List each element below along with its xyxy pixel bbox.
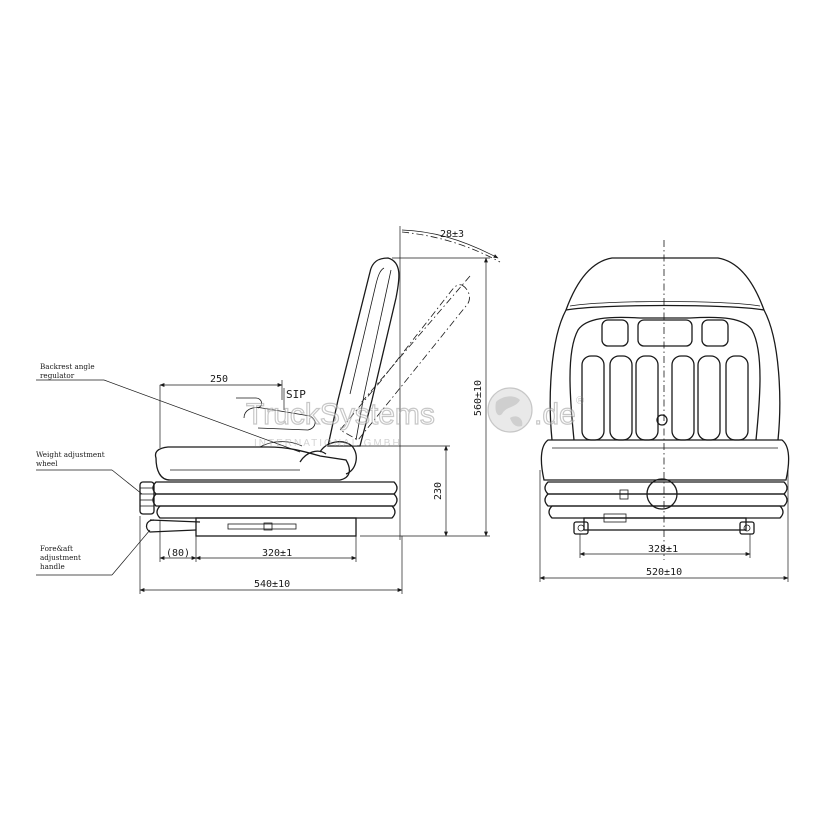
side-backrest [327,257,400,447]
label-foreaft-3: handle [40,562,65,571]
watermark: TruckSystems .de ® INTERNATIONAL GMBH [245,387,584,449]
label-weight-1: Weight adjustment [36,450,105,459]
label-backrest-2: regulator [40,371,75,380]
watermark-reg: ® [576,395,584,407]
side-seat-cushion [154,446,351,481]
dim-rail-offset: (80) [166,548,190,559]
side-bellows [152,481,398,519]
front-seat-cushion [540,439,790,481]
dim-rail-width-side: 320±1 [262,548,292,559]
dim-backrest-angle: 28±3 [440,229,464,240]
watermark-tld: .de [534,398,576,431]
side-backrest-inner [355,269,392,441]
dim-width-total: 520±10 [646,567,682,578]
fore-aft-handle [145,519,197,533]
label-foreaft-1: Fore&aft [40,544,73,553]
front-bellows [544,481,788,519]
dim-seat-depth: 250 [210,374,228,385]
front-base [583,517,747,531]
dim-sip: SIP [286,388,306,401]
backrest-angle-arc [401,229,499,259]
dim-rail-width-front: 328±1 [648,544,678,555]
dim-height-total: 560±10 [473,380,484,416]
dim-depth-total: 540±10 [254,579,290,590]
side-view [139,226,501,540]
weight-adjustment-wheel [139,481,155,515]
dimension-texts: 28±3 250 SIP 560±10 230 (80) 320±1 540±1… [166,229,682,590]
dim-height-base: 230 [433,482,444,500]
front-view [540,240,790,560]
globe-icon [487,387,533,433]
label-backrest-1: Backrest angle [40,362,95,371]
callout-leaders [36,379,301,576]
watermark-brand: TruckSystems [246,398,435,431]
front-center-knob [646,478,678,510]
front-dimensions [539,470,789,582]
side-base-rail [195,517,357,537]
watermark-subline: INTERNATIONAL GMBH [254,438,402,449]
label-weight-2: wheel [36,459,58,468]
front-backrest-outline [549,257,781,441]
side-dimensions [139,257,490,594]
callout-texts: Backrest angle regulator Weight adjustme… [36,362,105,571]
side-backrest-reclined [339,284,470,441]
label-foreaft-2: adjustment [40,553,81,562]
